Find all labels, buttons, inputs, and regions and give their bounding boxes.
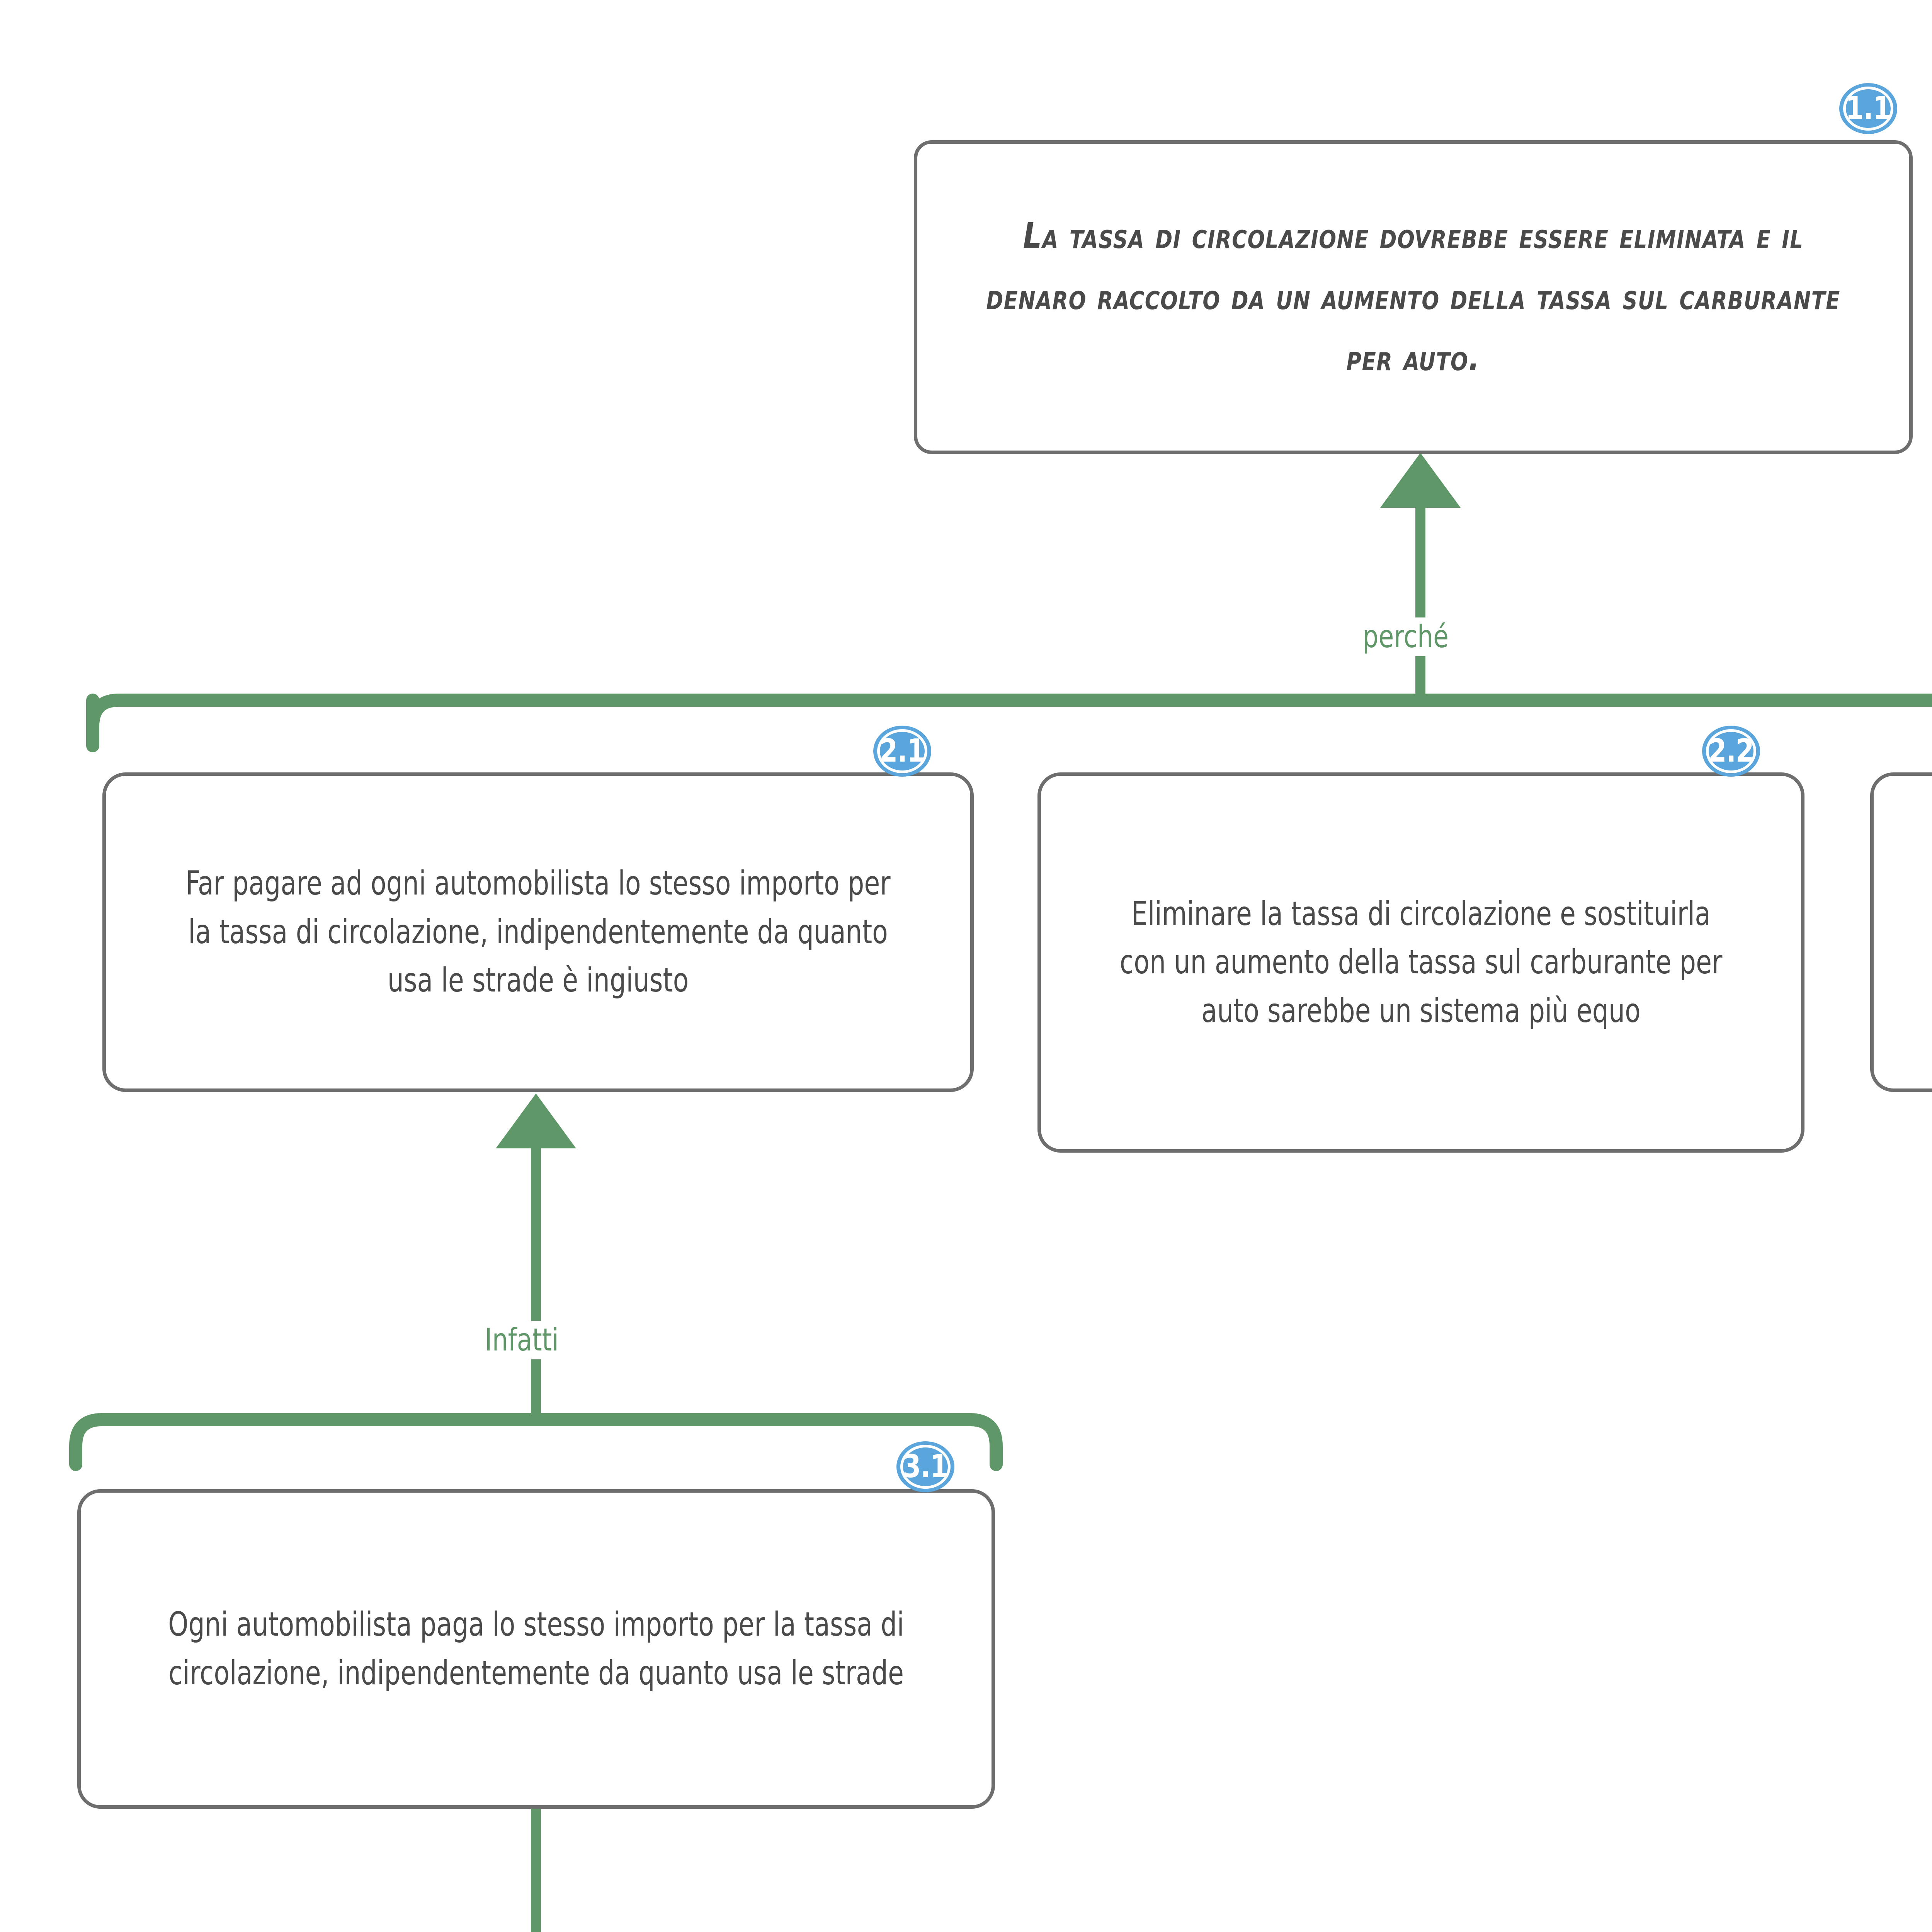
connector-label-perche: perché <box>1355 617 1456 656</box>
claim-box-3-1[interactable]: Ogni automobilista paga lo stesso import… <box>77 1489 995 1809</box>
claim-text-3-1: Ogni automobilista paga lo stesso import… <box>168 1605 904 1692</box>
badge-2-2[interactable]: 2.2 <box>1702 726 1760 777</box>
bracket-level2 <box>86 694 1932 750</box>
badge-3-1[interactable]: 3.1 <box>896 1441 954 1492</box>
badge-2-1[interactable]: 2.1 <box>873 726 931 777</box>
claim-text-2-1: Far pagare ad ogni automobilista lo stes… <box>185 864 891 1000</box>
claim-text-2-2: Eliminare la tassa di circolazione e sos… <box>1119 894 1723 1030</box>
connector-perche <box>86 453 1932 752</box>
claim-box-2-2[interactable]: Eliminare la tassa di circolazione e sos… <box>1037 772 1804 1153</box>
arrowhead-infatti <box>496 1094 576 1148</box>
badge-1-1[interactable]: 1.1 <box>1839 83 1897 134</box>
connector-per-esempio <box>531 1793 541 1932</box>
badge-label-2-1: 2.1 <box>879 733 925 769</box>
claim-box-2-3[interactable]: Eliminare la tassa di circolazione e sos… <box>1870 772 1932 1092</box>
connector-infatti <box>69 1094 1003 1471</box>
connector-label-infatti: Infatti <box>477 1321 566 1359</box>
bracket-level3 <box>69 1413 1003 1471</box>
badge-label-1-1: 1.1 <box>1845 90 1891 127</box>
arrowhead-perche <box>1380 453 1461 508</box>
claim-text-1-1: La tassa di circolazione dovrebbe essere… <box>986 215 1840 379</box>
badge-label-3-1: 3.1 <box>903 1448 948 1485</box>
badge-label-2-2: 2.2 <box>1708 733 1754 769</box>
claim-box-1-1[interactable]: La tassa di circolazione dovrebbe essere… <box>914 140 1913 454</box>
claim-box-2-1[interactable]: Far pagare ad ogni automobilista lo stes… <box>102 772 974 1092</box>
